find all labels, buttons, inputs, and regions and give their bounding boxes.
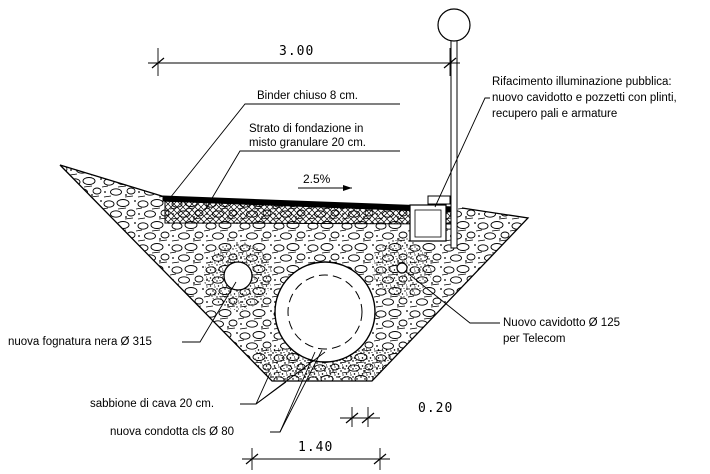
leader-lines (169, 97, 500, 433)
slope-label: 2.5% (303, 172, 331, 186)
foundation-label-line2: misto granulare 20 cm. (249, 137, 366, 149)
sewer-pipe (223, 261, 253, 291)
conduit-label: nuova condotta cls Ø 80 (110, 426, 235, 438)
dimension-lateral-gap (340, 407, 380, 427)
lighting-label-line2: nuovo cavidotto e pozzetti con plinti, (492, 92, 677, 104)
binder-label: Binder chiuso 8 cm. (257, 90, 358, 102)
dimension-lateral-gap-label: 0.20 (418, 401, 454, 416)
dimension-bottom-width (242, 448, 390, 470)
slope-arrow (298, 185, 352, 191)
concrete-conduit-pipe (274, 261, 376, 363)
dimension-top-width-label: 3.00 (279, 44, 315, 59)
foundation-label-line1: Strato di fondazione in (249, 123, 364, 135)
manhole-pozzetto (409, 195, 451, 242)
dimension-top-width (148, 48, 460, 76)
lamp-head-icon (437, 8, 471, 42)
lighting-label-line3: recupero pali e armature (492, 108, 618, 120)
telecom-label-line2: per Telecom (503, 333, 566, 345)
telecom-label-line1: Nuovo cavidotto Ø 125 (503, 317, 620, 329)
lighting-pole (437, 8, 471, 249)
lighting-label-line1: Rifacimento illuminazione pubblica: (492, 76, 672, 88)
sewer-label: nuova fognatura nera Ø 315 (8, 336, 152, 348)
sand-label: sabbione di cava 20 cm. (90, 398, 215, 410)
telecom-conduit (396, 262, 408, 274)
dimension-bottom-width-label: 1.40 (298, 440, 334, 455)
